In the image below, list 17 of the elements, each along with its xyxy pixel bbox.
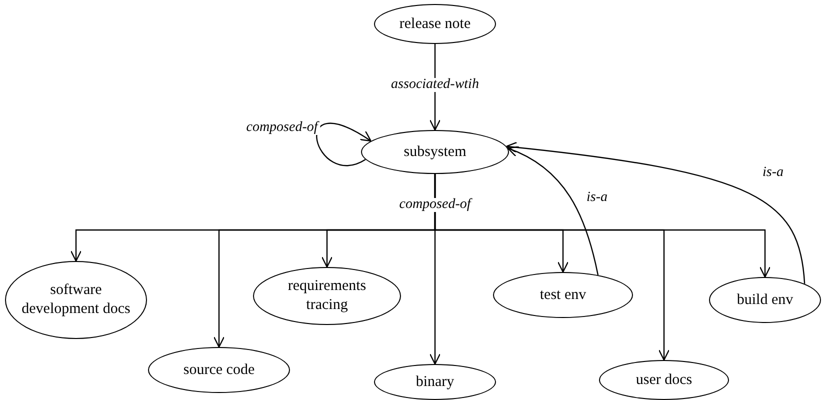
edge-label: composed-of	[244, 121, 320, 135]
arrow	[507, 146, 599, 276]
ellipse-node	[361, 130, 509, 174]
arrow	[434, 174, 771, 278]
node-label: software development docs	[20, 281, 132, 319]
edge-label: associated-wtih	[389, 78, 481, 92]
node-label: release note	[398, 14, 472, 34]
arrow	[316, 123, 372, 166]
arrow	[506, 142, 806, 284]
node-label: user docs	[634, 370, 694, 390]
edge-label: composed-of	[397, 198, 473, 212]
node-label: requirements tracing	[286, 277, 368, 315]
node-label: source code	[182, 360, 256, 380]
node-label: build env	[736, 290, 794, 310]
node-label: binary	[414, 372, 456, 392]
node-label: subsystem	[402, 142, 468, 162]
node-label: test env	[538, 286, 588, 304]
